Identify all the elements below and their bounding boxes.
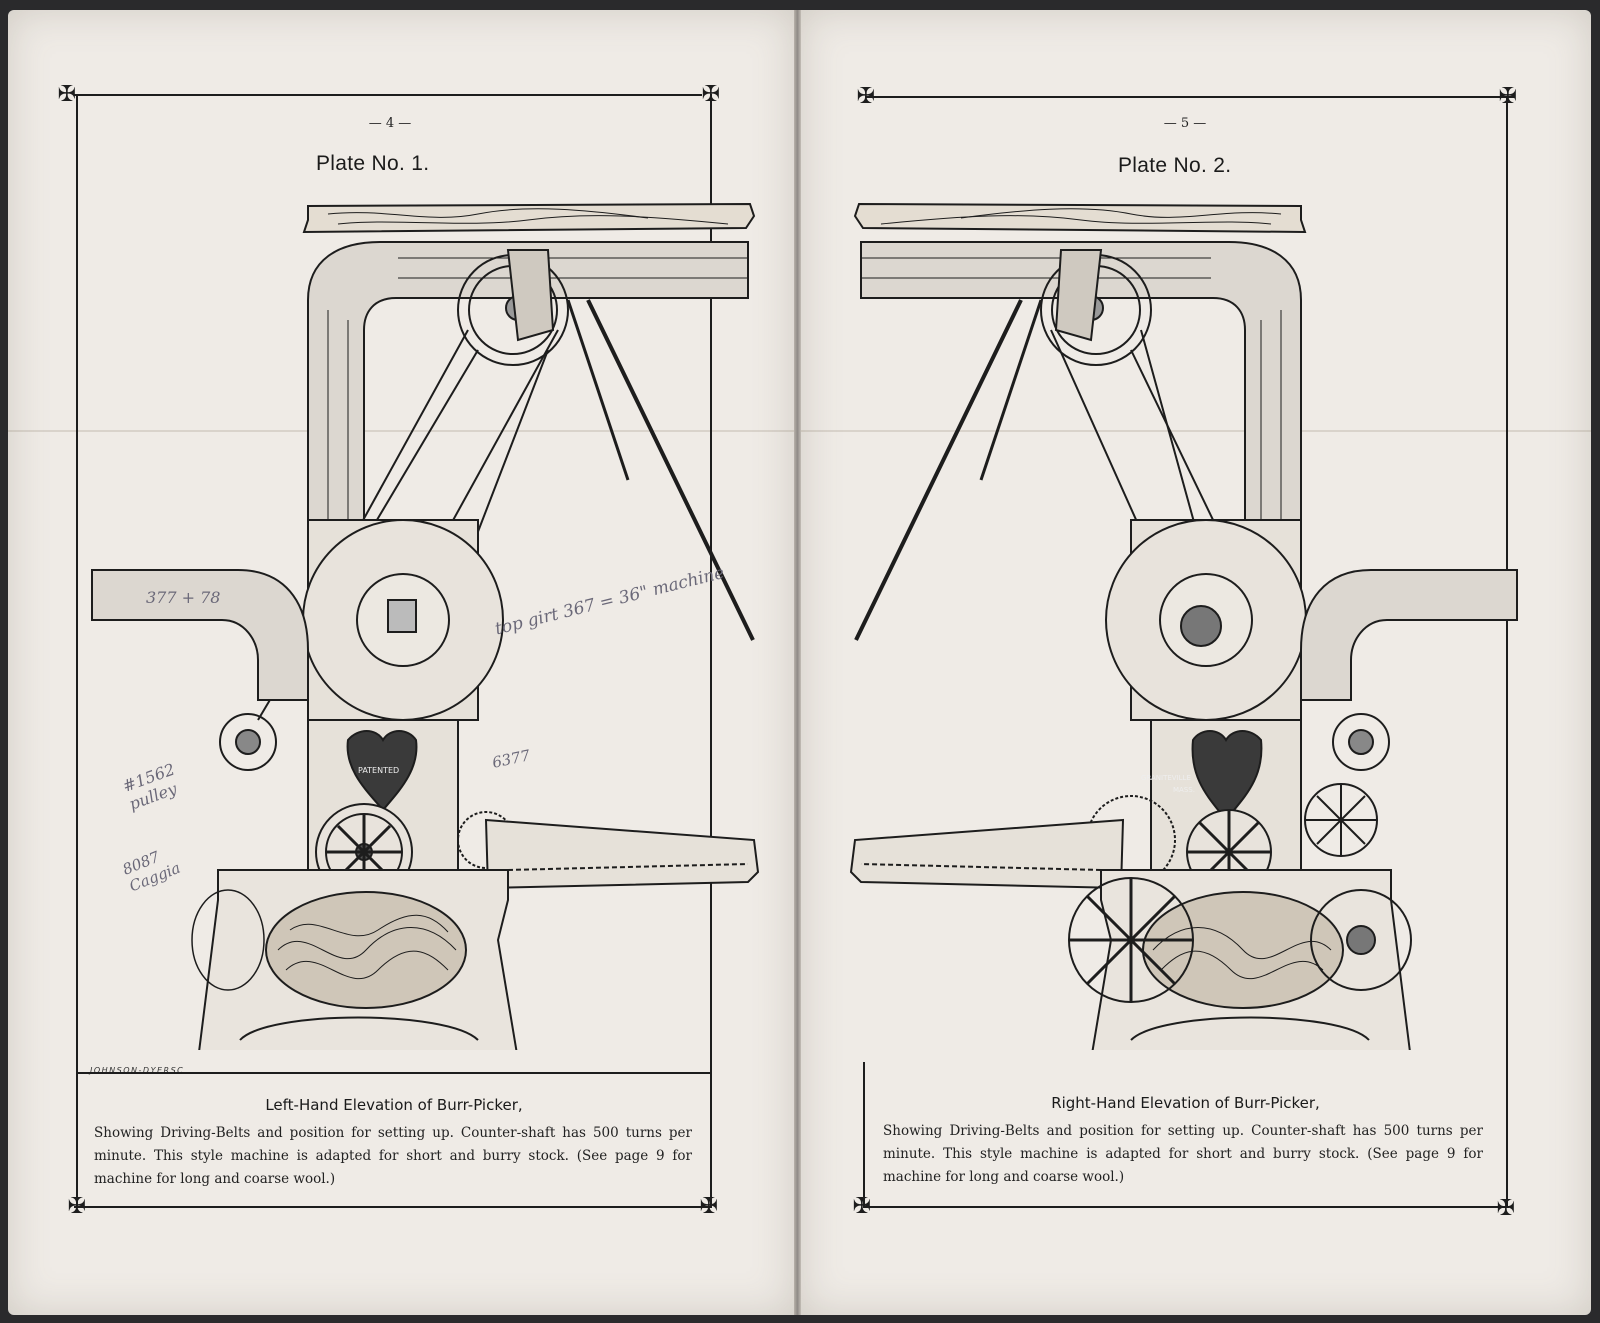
plate-title: Plate No. 2. — [1118, 154, 1232, 177]
patented-emblem-text: PATENTED — [358, 766, 399, 775]
page-number: — 4 — — [368, 116, 412, 131]
corner-ornament-icon: ✠ — [1496, 1196, 1516, 1221]
corner-ornament-icon: ✠ — [699, 1194, 719, 1219]
left-page: ✠ ✠ ✠ ✠ — 4 — Plate No. 1. — [8, 10, 794, 1315]
emblem-text: GRANITEVILLE — [1141, 774, 1191, 782]
engraver-signature: JOHNSON-DYERSC. — [90, 1066, 189, 1075]
plate-title: Plate No. 1. — [316, 152, 430, 175]
right-caption-box: Right-Hand Elevation of Burr-Picker, Sho… — [863, 1072, 1508, 1206]
caption-text: Showing Driving-Belts and position for s… — [883, 1123, 1483, 1185]
corner-ornament-icon: ✠ — [57, 82, 77, 107]
caption-title: Right-Hand Elevation of Burr-Picker, — [1051, 1094, 1320, 1112]
corner-ornament-icon: ✠ — [67, 1194, 87, 1219]
caption-text: Showing Driving-Belts and position for s… — [94, 1125, 692, 1187]
emblem-text: MASS. — [1173, 786, 1195, 794]
corner-ornament-icon: ✠ — [701, 82, 721, 107]
burr-picker-right-elevation-illustration: GRANITEVILLE MASS. — [849, 202, 1518, 1050]
burr-picker-left-elevation-illustration: PATENTED — [91, 202, 760, 1050]
left-caption-box: Left-Hand Elevation of Burr-Picker, Show… — [76, 1072, 712, 1208]
corner-ornament-icon: ✠ — [852, 1194, 872, 1219]
handwritten-note: 377 + 78 — [146, 588, 221, 607]
book-gutter — [794, 10, 801, 1315]
corner-ornament-icon: ✠ — [856, 84, 876, 109]
page-number: — 5 — — [1163, 116, 1207, 131]
right-page: ✠ ✠ ✠ ✠ — 5 — Plate No. 2. — [801, 10, 1591, 1315]
caption-title: Left-Hand Elevation of Burr-Picker, — [265, 1096, 523, 1114]
corner-ornament-icon: ✠ — [1498, 84, 1518, 109]
